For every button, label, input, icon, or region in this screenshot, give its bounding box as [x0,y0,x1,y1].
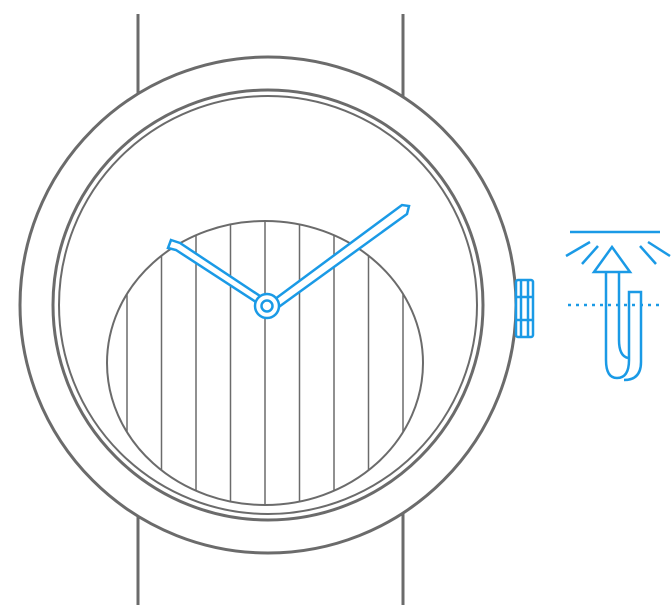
hand-pivot [255,294,279,318]
rotate-arrow-icon [566,232,670,380]
crown [516,280,533,337]
